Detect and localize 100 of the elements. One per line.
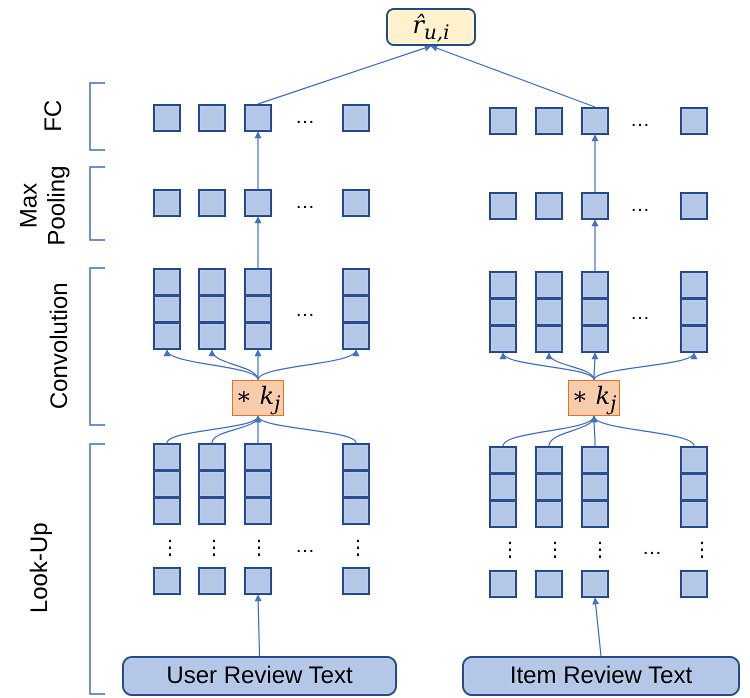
- feature-square: [535, 473, 563, 501]
- feature-square: [489, 570, 517, 598]
- feature-square: [153, 189, 181, 217]
- feature-square: [535, 570, 563, 598]
- feature-square: [342, 104, 370, 132]
- feature-square: [535, 500, 563, 528]
- feature-square: [342, 443, 370, 471]
- feature-square: [489, 500, 517, 528]
- feature-square: [198, 295, 226, 323]
- feature-square: [535, 446, 563, 474]
- feature-square: [198, 443, 226, 471]
- arrow: [210, 349, 259, 380]
- arrow: [547, 352, 595, 380]
- arrow: [254, 349, 262, 380]
- ellipsis: …: [295, 300, 315, 320]
- feature-square: [680, 192, 708, 220]
- feature-square: [581, 446, 609, 474]
- kernel-box: ∗ k$_{j}$: [232, 380, 284, 416]
- feature-square: [535, 298, 563, 326]
- feature-square: [342, 295, 370, 323]
- feature-square: [244, 268, 272, 296]
- arrow: [166, 415, 259, 444]
- layer-label: FC: [40, 98, 68, 134]
- input-text-box: User Review Text: [122, 656, 397, 696]
- feature-square: [680, 271, 708, 299]
- feature-square: [342, 189, 370, 217]
- arrow: [592, 597, 602, 656]
- arrow: [258, 44, 432, 105]
- arrow: [591, 352, 598, 380]
- feature-square: [535, 107, 563, 135]
- feature-square: [680, 107, 708, 135]
- ellipsis: …: [630, 110, 650, 130]
- feature-square: [680, 325, 708, 353]
- feature-square: [244, 295, 272, 323]
- feature-square: [342, 497, 370, 525]
- feature-square: [489, 473, 517, 501]
- vertical-ellipsis: ⋮: [249, 538, 269, 558]
- ellipsis: …: [295, 192, 315, 212]
- feature-square: [153, 268, 181, 296]
- feature-square: [680, 570, 708, 598]
- feature-square: [244, 470, 272, 498]
- feature-square: [581, 298, 609, 326]
- arrow: [502, 352, 595, 380]
- feature-square: [581, 570, 609, 598]
- feature-square: [342, 268, 370, 296]
- feature-square: [342, 470, 370, 498]
- vertical-ellipsis: ⋮: [500, 540, 520, 560]
- arrow: [254, 594, 262, 656]
- feature-square: [581, 473, 609, 501]
- feature-square: [198, 104, 226, 132]
- feature-square: [581, 500, 609, 528]
- arrow: [502, 415, 595, 446]
- vertical-ellipsis: ⋮: [204, 538, 224, 558]
- feature-square: [244, 497, 272, 525]
- layer-label: Convolution: [46, 281, 74, 412]
- vertical-ellipsis: ⋮: [590, 540, 610, 560]
- feature-square: [153, 567, 181, 595]
- kernel-box: ∗ k$_{j}$: [568, 380, 620, 416]
- layer-label: Max Pooling: [15, 164, 71, 248]
- feature-square: [153, 497, 181, 525]
- feature-square: [198, 497, 226, 525]
- feature-square: [680, 446, 708, 474]
- feature-square: [198, 470, 226, 498]
- feature-square: [153, 322, 181, 350]
- input-text-box: Item Review Text: [462, 656, 740, 696]
- feature-square: [680, 298, 708, 326]
- ellipsis: …: [642, 538, 662, 558]
- arrow: [594, 352, 694, 380]
- layer-label: Look-Up: [26, 521, 54, 616]
- feature-square: [244, 567, 272, 595]
- feature-square: [489, 107, 517, 135]
- feature-square: [198, 322, 226, 350]
- arrow: [592, 219, 598, 271]
- vertical-ellipsis: ⋮: [545, 540, 565, 560]
- feature-square: [198, 567, 226, 595]
- feature-square: [489, 192, 517, 220]
- feature-square: [153, 295, 181, 323]
- feature-square: [489, 325, 517, 353]
- feature-square: [244, 189, 272, 217]
- feature-square: [581, 271, 609, 299]
- feature-square: [581, 107, 609, 135]
- arrow: [166, 349, 259, 380]
- ellipsis: …: [295, 107, 315, 127]
- arrow: [254, 216, 262, 268]
- vertical-ellipsis: ⋮: [348, 538, 368, 558]
- feature-square: [680, 500, 708, 528]
- feature-square: [489, 446, 517, 474]
- feature-square: [535, 192, 563, 220]
- feature-square: [489, 298, 517, 326]
- vertical-ellipsis: ⋮: [692, 540, 712, 560]
- ellipsis: …: [630, 195, 650, 215]
- ellipsis: …: [630, 303, 650, 323]
- arrow: [592, 134, 598, 192]
- output-box: r̂$_{u,i}$: [386, 8, 476, 46]
- vertical-ellipsis: ⋮: [160, 538, 180, 558]
- ellipsis: …: [295, 536, 315, 556]
- feature-square: [342, 322, 370, 350]
- feature-square: [535, 271, 563, 299]
- feature-square: [153, 443, 181, 471]
- feature-square: [581, 325, 609, 353]
